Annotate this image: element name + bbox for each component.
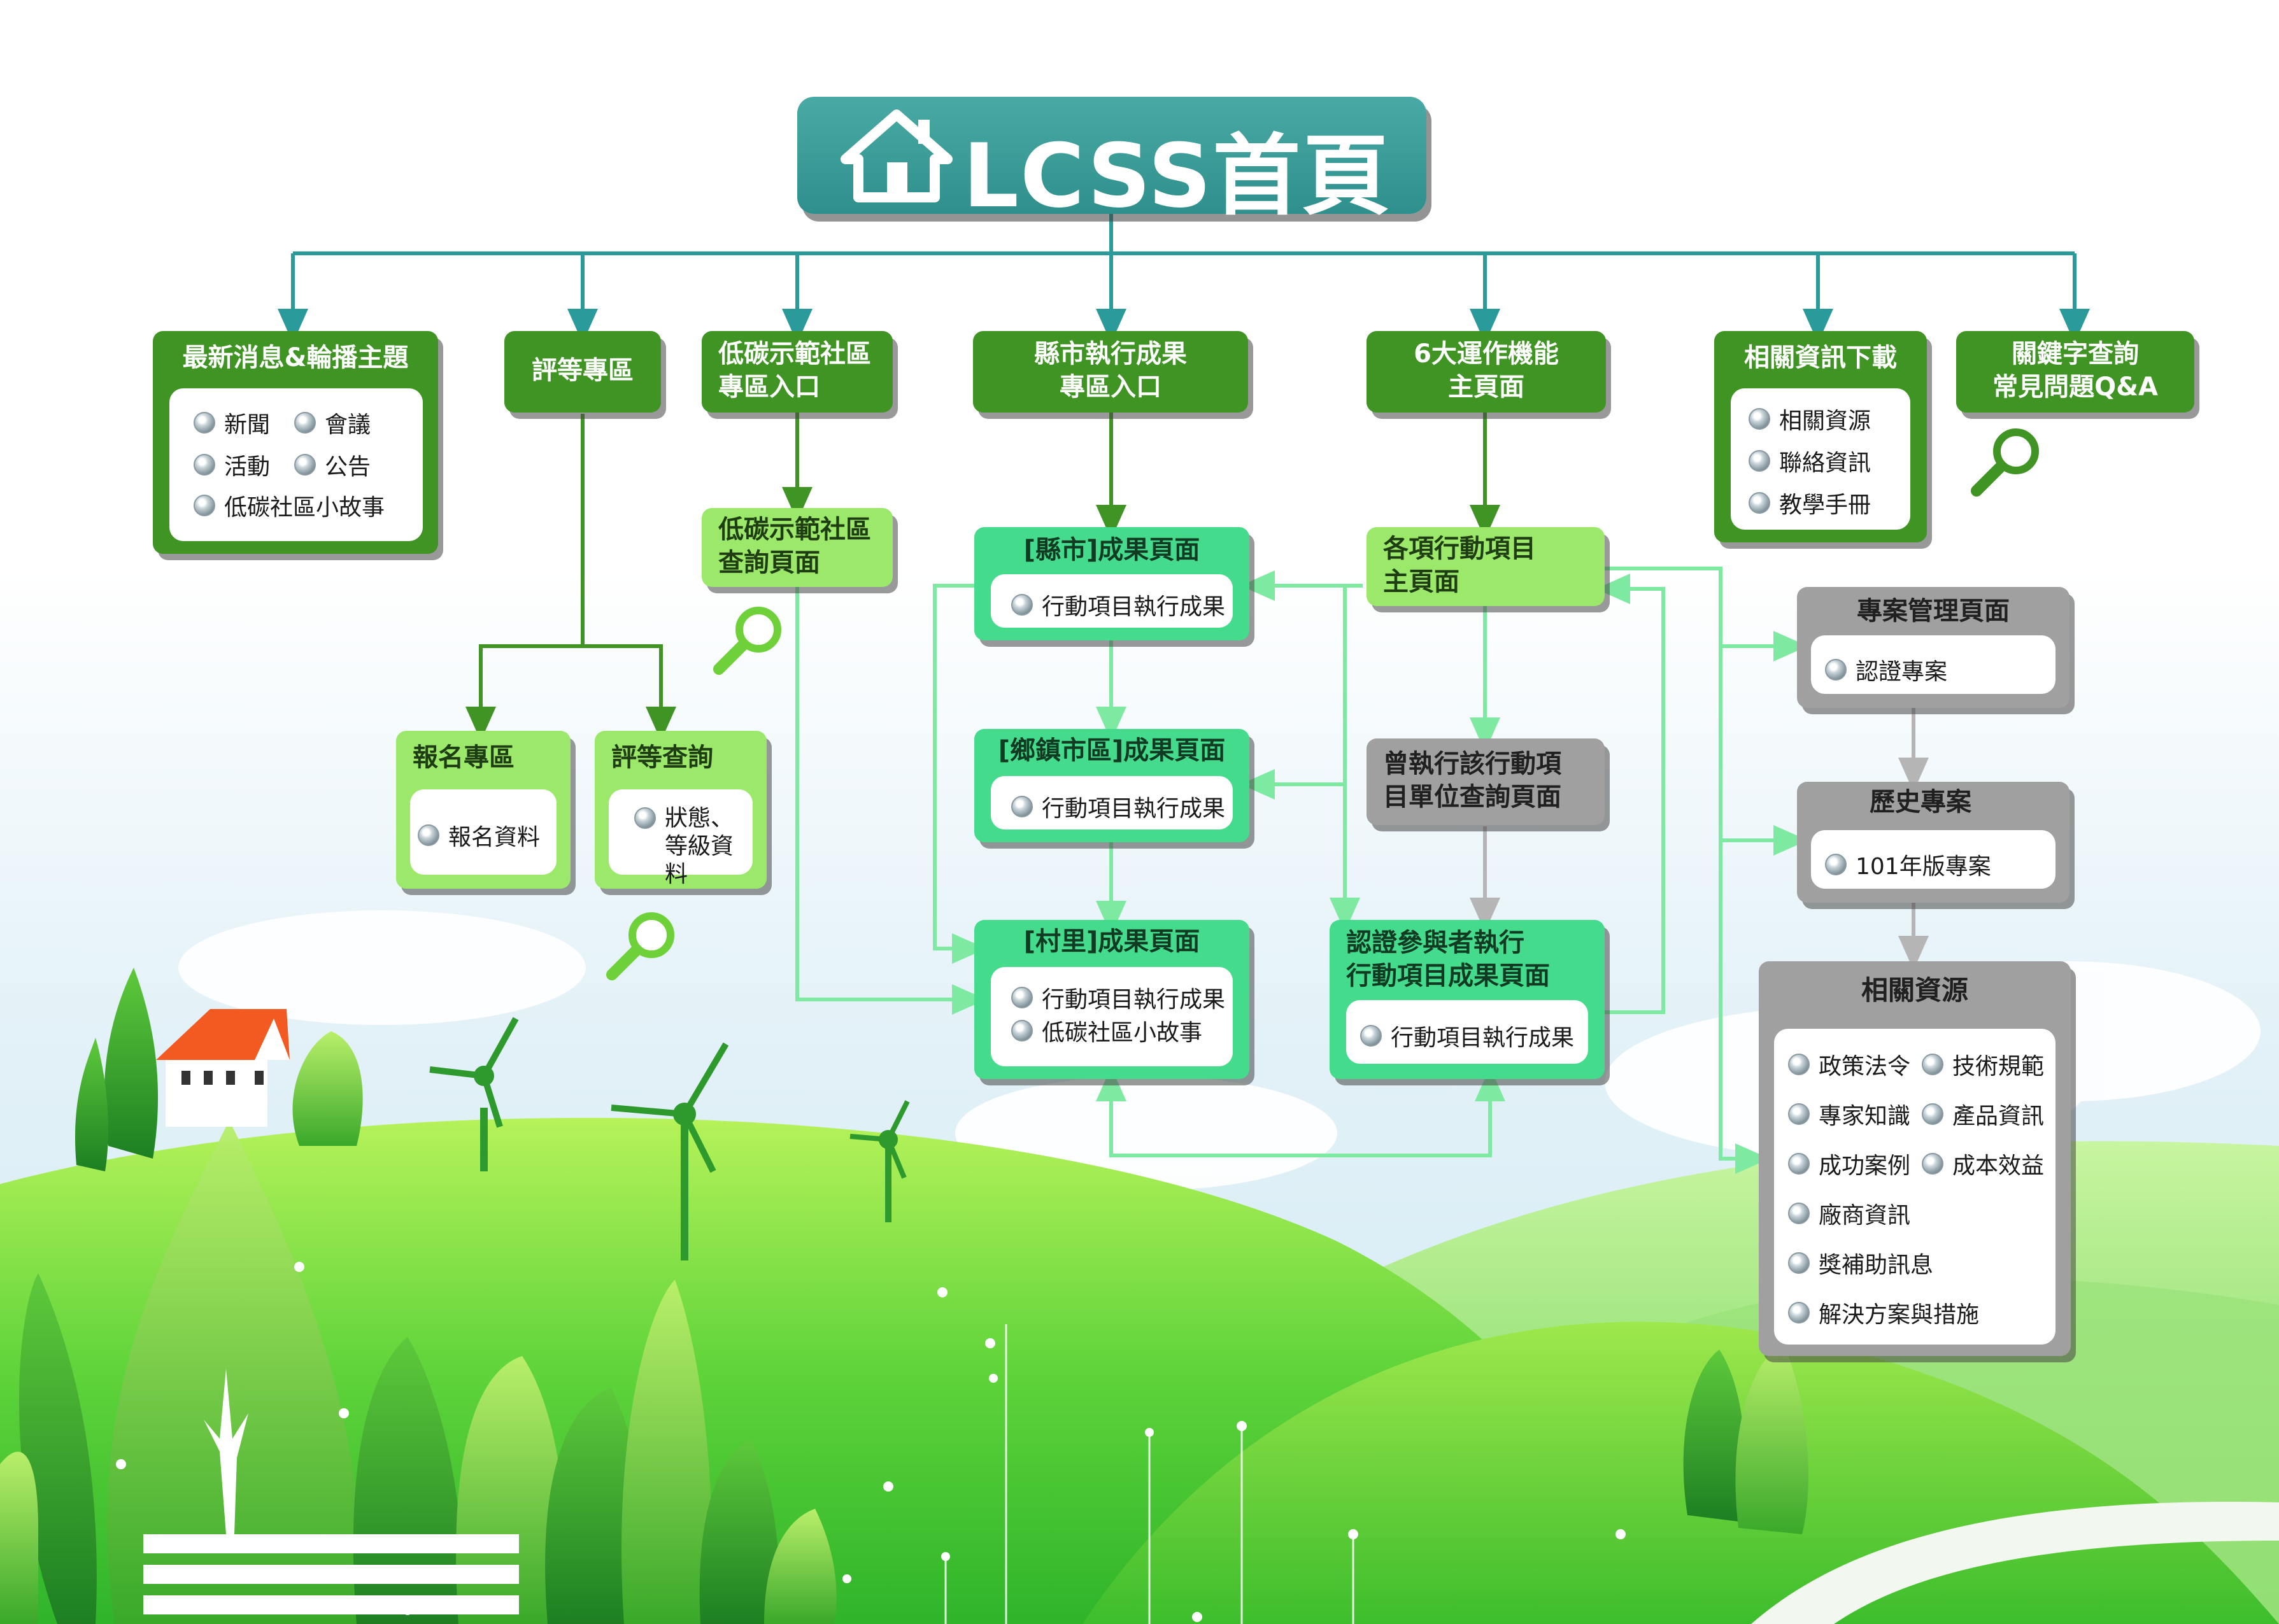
- item-policy[interactable]: 政策法令: [1788, 1048, 1910, 1081]
- item-101-project[interactable]: 101年版專案: [1825, 848, 1991, 881]
- item-product-info[interactable]: 產品資訊: [1922, 1098, 2044, 1131]
- magnifier-icon[interactable]: [1968, 423, 2044, 500]
- item-register-data[interactable]: 報名資料: [418, 819, 540, 852]
- node-news[interactable]: 最新消息&輪播主題 新聞 會議 活動 公告 低碳社區小故事: [153, 331, 438, 554]
- item-solutions[interactable]: 解決方案與措施: [1788, 1296, 1979, 1329]
- bullet-icon: [1011, 594, 1033, 616]
- bullet-icon: [194, 412, 215, 434]
- node-downloads[interactable]: 相關資訊下載 相關資源 聯絡資訊 教學手冊: [1714, 331, 1927, 542]
- bullet-icon: [1011, 987, 1033, 1008]
- item-announcement[interactable]: 公告: [294, 448, 371, 481]
- node-county-result-title: [縣市]成果頁面: [1023, 535, 1200, 565]
- bullet-icon: [1788, 1302, 1810, 1324]
- node-rating-query[interactable]: 評等查詢 狀態、 等級資料: [595, 731, 767, 889]
- bullet-icon: [1011, 796, 1033, 817]
- node-county-entry[interactable]: 縣市執行成果 專區入口: [973, 331, 1248, 413]
- node-executed-query[interactable]: 曾執行該行動項 目單位查詢頁面: [1367, 738, 1605, 825]
- node-lowcarbon-entry-title: 低碳示範社區 專區入口: [718, 339, 871, 402]
- node-project-mgmt[interactable]: 專案管理頁面 認證專案: [1797, 587, 2070, 708]
- bullet-icon: [1749, 450, 1770, 472]
- item-certified-action-result[interactable]: 行動項目執行成果: [1360, 1019, 1574, 1052]
- node-rating-query-title: 評等查詢: [611, 743, 713, 772]
- node-six-ops-title: 6大運作機能 主頁面: [1414, 339, 1559, 402]
- node-history[interactable]: 歷史專案 101年版專案: [1797, 782, 2070, 903]
- node-certified-result[interactable]: 認證參與者執行 行動項目成果頁面 行動項目執行成果: [1330, 920, 1605, 1079]
- bullet-icon: [1788, 1153, 1810, 1175]
- node-register-title: 報名專區: [413, 743, 515, 772]
- node-lowcarbon-entry[interactable]: 低碳示範社區 專區入口: [702, 331, 893, 413]
- bullet-icon: [1749, 492, 1770, 514]
- node-register[interactable]: 報名專區 報名資料: [396, 731, 571, 889]
- item-manual[interactable]: 教學手冊: [1749, 486, 1871, 519]
- node-resources-title: 相關資源: [1861, 975, 1968, 1006]
- node-news-title: 最新消息&輪播主題: [182, 343, 409, 372]
- node-rating-title: 評等專區: [532, 356, 634, 385]
- node-resources[interactable]: 相關資源 政策法令 技術規範 專家知識 產品資訊 成功案例 成本效益 廠商資訊 …: [1759, 961, 2071, 1356]
- node-downloads-title: 相關資訊下載: [1744, 343, 1897, 372]
- bullet-icon: [1788, 1203, 1810, 1224]
- bullet-icon: [1360, 1025, 1382, 1047]
- node-six-ops[interactable]: 6大運作機能 主頁面: [1367, 331, 1606, 413]
- item-news[interactable]: 新聞: [194, 406, 270, 439]
- node-county-result[interactable]: [縣市]成果頁面 行動項目執行成果: [974, 527, 1249, 640]
- item-county-action-result[interactable]: 行動項目執行成果: [1011, 588, 1225, 621]
- bullet-icon: [1749, 408, 1770, 430]
- node-executed-query-title: 曾執行該行動項 目單位查詢頁面: [1383, 749, 1561, 812]
- item-subsidy-info[interactable]: 獎補助訊息: [1788, 1246, 1933, 1280]
- item-status-level[interactable]: 狀態、 等級資料: [634, 805, 753, 889]
- node-keyword[interactable]: 關鍵字查詢 常見問題Q&A: [1956, 331, 2194, 413]
- item-meeting[interactable]: 會議: [294, 406, 371, 439]
- item-vendor-info[interactable]: 廠商資訊: [1788, 1197, 1910, 1230]
- bullet-icon: [1788, 1252, 1810, 1274]
- bullet-icon: [294, 454, 316, 476]
- bullet-icon: [1011, 1020, 1033, 1041]
- item-village-story[interactable]: 低碳社區小故事: [1011, 1014, 1202, 1047]
- item-certified-project[interactable]: 認證專案: [1825, 653, 1947, 686]
- home-icon: [841, 109, 953, 202]
- magnifier-icon[interactable]: [603, 907, 679, 984]
- node-village-result[interactable]: [村里]成果頁面 行動項目執行成果 低碳社區小故事: [974, 920, 1249, 1079]
- item-village-action-result[interactable]: 行動項目執行成果: [1011, 981, 1225, 1014]
- node-township-result-title: [鄉鎮市區]成果頁面: [998, 736, 1226, 765]
- item-township-action-result[interactable]: 行動項目執行成果: [1011, 790, 1225, 823]
- bullet-icon: [418, 824, 439, 846]
- node-project-mgmt-title: 專案管理頁面: [1857, 597, 2010, 626]
- node-action-main[interactable]: 各項行動項目 主頁面: [1367, 527, 1605, 606]
- item-tech-spec[interactable]: 技術規範: [1922, 1048, 2044, 1081]
- node-keyword-title: 關鍵字查詢 常見問題Q&A: [1992, 339, 2158, 402]
- item-activity[interactable]: 活動: [194, 448, 270, 481]
- page-title: LCSS首頁: [963, 125, 1391, 227]
- item-cost-benefit[interactable]: 成本效益: [1922, 1147, 2044, 1180]
- bullet-icon: [1922, 1054, 1943, 1075]
- item-resources[interactable]: 相關資源: [1749, 402, 1871, 435]
- bullet-icon: [634, 807, 656, 829]
- bullet-icon: [1825, 854, 1847, 875]
- bullet-icon: [194, 495, 215, 516]
- node-village-result-title: [村里]成果頁面: [1023, 927, 1200, 956]
- bullet-icon: [1825, 659, 1847, 681]
- item-contact[interactable]: 聯絡資訊: [1749, 444, 1871, 477]
- item-success-cases[interactable]: 成功案例: [1788, 1147, 1910, 1180]
- home-title-box[interactable]: LCSS首頁: [797, 97, 1426, 227]
- node-township-result[interactable]: [鄉鎮市區]成果頁面 行動項目執行成果: [974, 729, 1249, 842]
- item-expertise[interactable]: 專家知識: [1788, 1098, 1910, 1131]
- node-history-title: 歷史專案: [1870, 787, 1971, 817]
- node-action-main-title: 各項行動項目 主頁面: [1383, 534, 1536, 597]
- bullet-icon: [194, 454, 215, 476]
- node-lowcarbon-query-title: 低碳示範社區 查詢頁面: [718, 515, 871, 577]
- bullet-icon: [1922, 1103, 1943, 1125]
- bullet-icon: [1922, 1153, 1943, 1175]
- node-county-entry-title: 縣市執行成果 專區入口: [1034, 339, 1187, 402]
- magnifier-icon[interactable]: [710, 602, 786, 678]
- node-rating[interactable]: 評等專區: [504, 331, 661, 413]
- bullet-icon: [1788, 1103, 1810, 1125]
- node-certified-result-title: 認證參與者執行 行動項目成果頁面: [1346, 928, 1550, 991]
- bullet-icon: [294, 412, 316, 434]
- item-story[interactable]: 低碳社區小故事: [194, 489, 385, 522]
- node-lowcarbon-query[interactable]: 低碳示範社區 查詢頁面: [702, 508, 893, 587]
- bullet-icon: [1788, 1054, 1810, 1075]
